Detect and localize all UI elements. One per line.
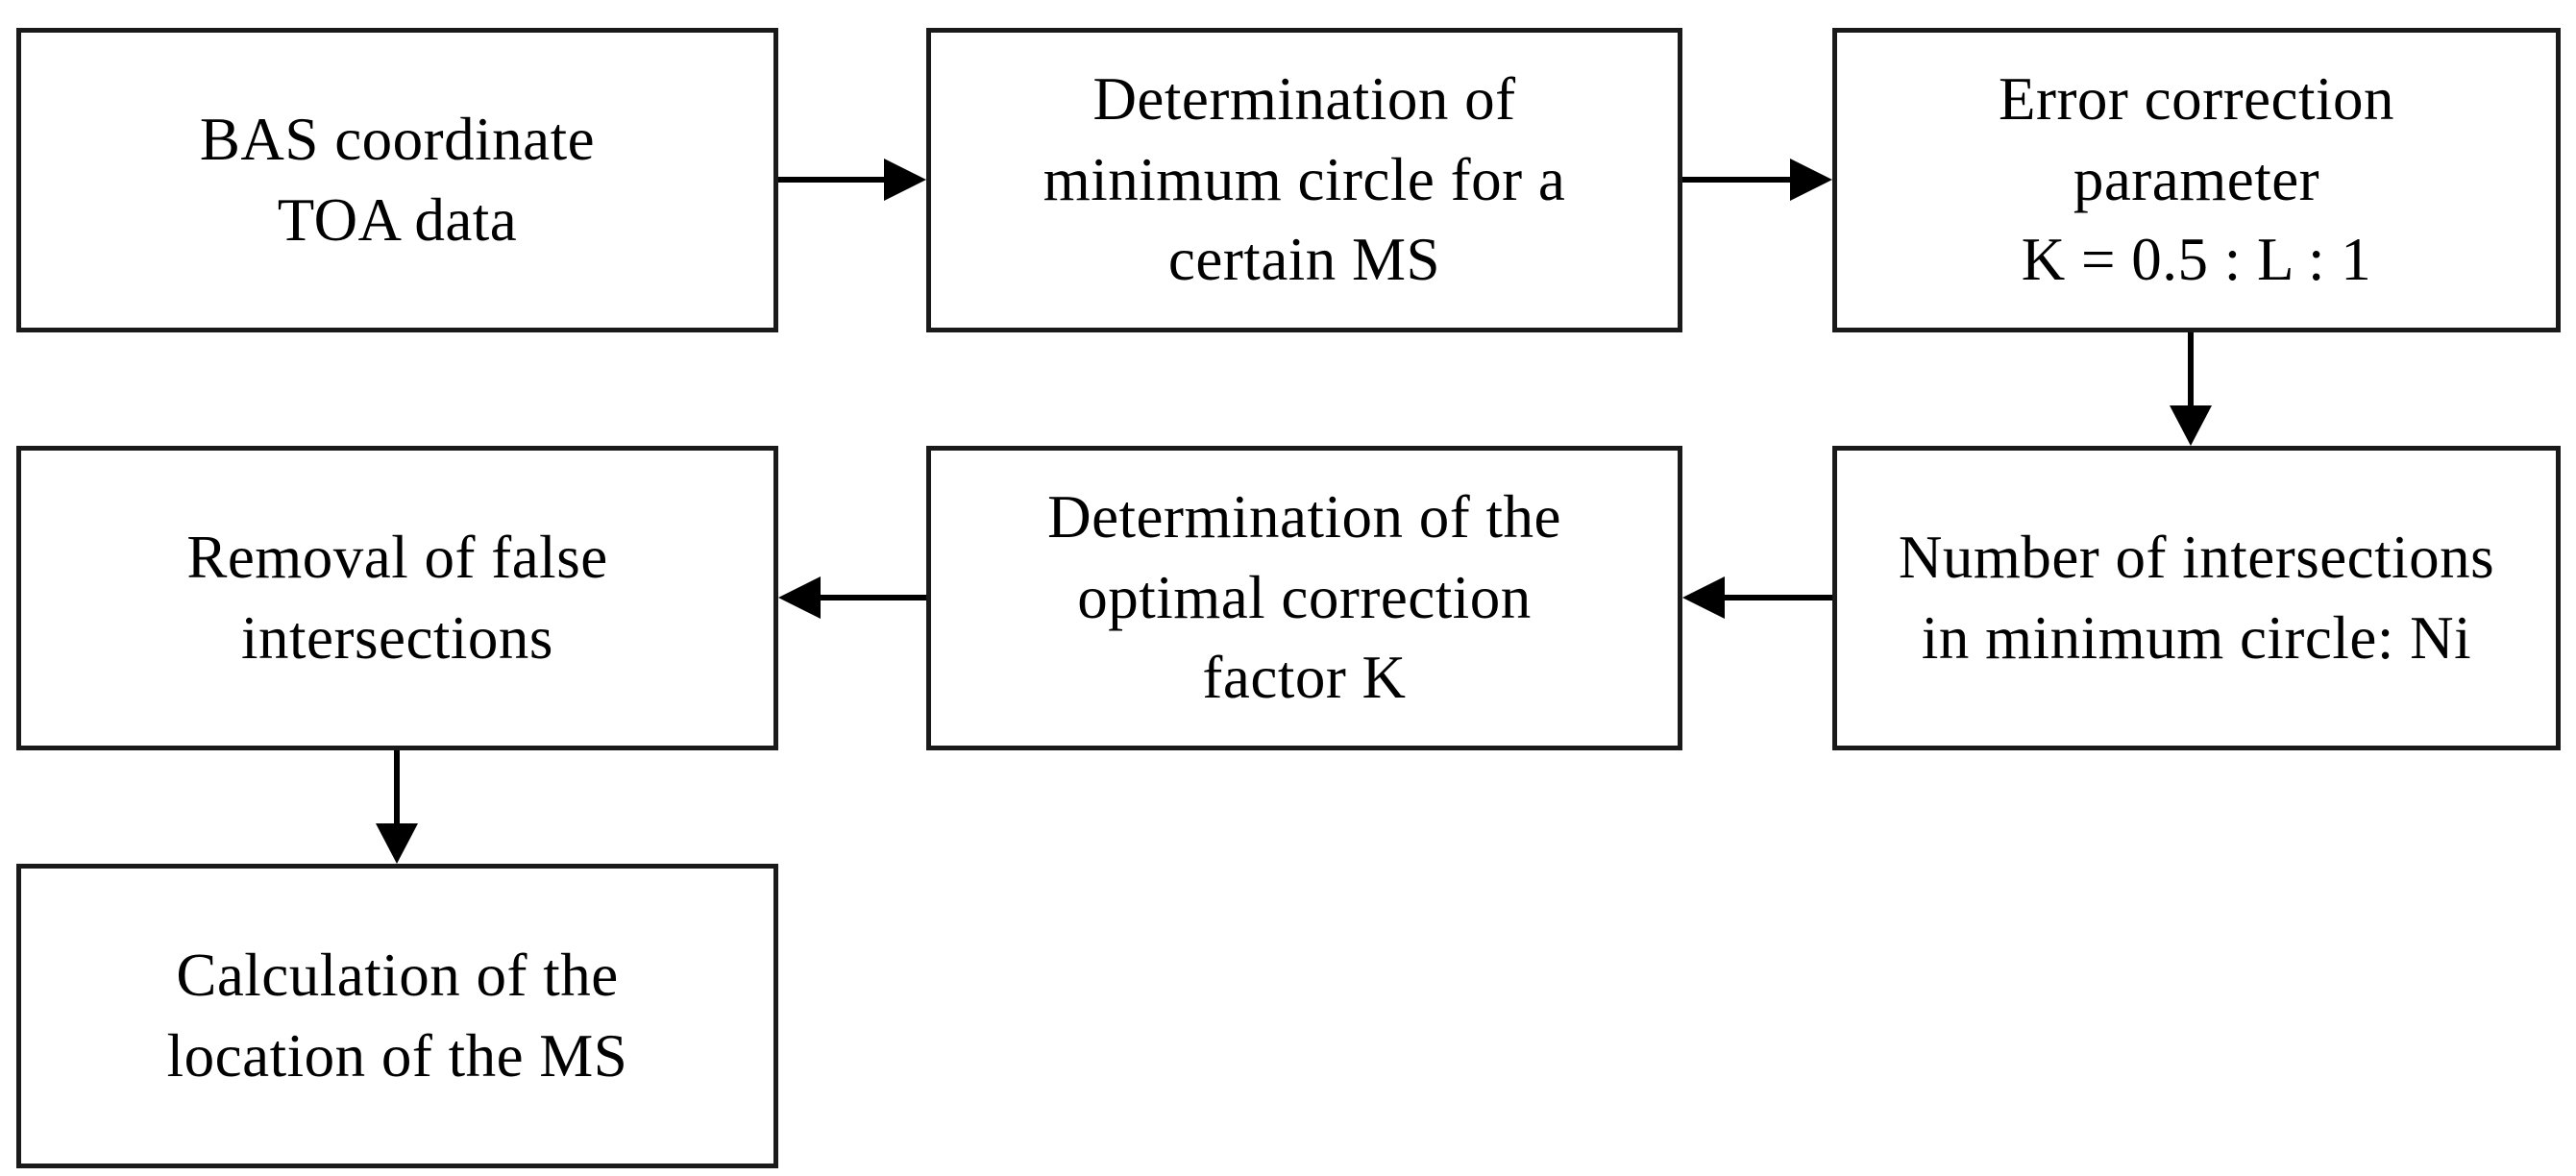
flow-box-label-bas-toa-data: BAS coordinate TOA data — [199, 105, 596, 254]
arrow-removal-to-calculation — [376, 750, 418, 864]
flow-box-label-error-correction-parameter: Error correction parameter K = 0.5 : L :… — [1998, 64, 2395, 294]
flow-box-ms-location-calculation: Calculation of the location of the MS — [16, 864, 778, 1168]
flow-box-label-min-circle-determination: Determination of minimum circle for a ce… — [1043, 64, 1566, 294]
flow-box-removal-false-intersections: Removal of false intersections — [16, 446, 778, 750]
flow-box-label-ms-location-calculation: Calculation of the location of the MS — [166, 941, 628, 1090]
flow-box-min-circle-determination: Determination of minimum circle for a ce… — [926, 28, 1682, 332]
flow-box-error-correction-parameter: Error correction parameter K = 0.5 : L :… — [1832, 28, 2561, 332]
flow-box-optimal-correction-factor: Determination of the optimal correction … — [926, 446, 1682, 750]
flow-box-label-intersections-count: Number of intersections in minimum circl… — [1898, 523, 2495, 672]
arrow-intersections-to-optimal-factor — [1682, 576, 1832, 619]
flow-box-intersections-count: Number of intersections in minimum circl… — [1832, 446, 2561, 750]
flow-box-label-removal-false-intersections: Removal of false intersections — [186, 523, 608, 672]
arrow-min-circle-to-error-correction — [1682, 159, 1832, 201]
flow-box-label-optimal-correction-factor: Determination of the optimal correction … — [1047, 482, 1561, 712]
arrow-bas-to-min-circle — [778, 159, 926, 201]
flow-box-bas-toa-data: BAS coordinate TOA data — [16, 28, 778, 332]
arrow-error-correction-to-intersections — [2170, 332, 2212, 446]
arrow-optimal-factor-to-removal — [778, 576, 926, 619]
